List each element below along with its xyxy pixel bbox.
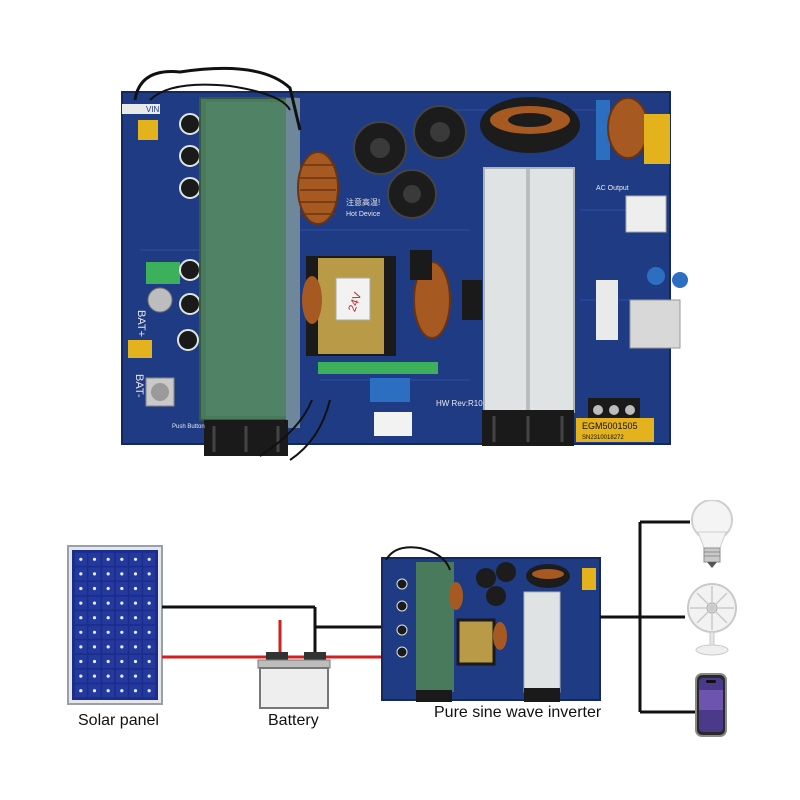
- light-bulb-icon: [691, 500, 733, 568]
- transformer: 24V: [302, 256, 396, 356]
- solar-cell-dot: [120, 557, 124, 561]
- solar-cell-dot: [133, 674, 138, 678]
- solar-panel-label: Solar panel: [78, 712, 159, 729]
- solar-cell-dot: [133, 689, 138, 693]
- solar-cell-dot: [133, 586, 138, 591]
- solar-cell-dot: [147, 645, 151, 649]
- solar-cell-dot: [79, 674, 83, 678]
- solar-cell-dot: [106, 645, 110, 649]
- solar-cell-dot: [106, 572, 110, 576]
- solar-cell-dot: [92, 645, 97, 649]
- chip-code: EGM5001505: [582, 421, 638, 431]
- solar-cell-dot: [92, 586, 97, 591]
- vin-label: VIN: [146, 105, 160, 114]
- solar-cell-dot: [147, 557, 151, 561]
- solar-cell-dot: [120, 601, 124, 605]
- solar-cell-dot: [79, 601, 83, 605]
- solar-cell-dot: [120, 645, 124, 649]
- solar-cell-dot: [106, 689, 110, 693]
- solar-cell-dot: [92, 689, 97, 693]
- battery-icon: [257, 652, 331, 709]
- ac-output-label: AC Output: [596, 185, 629, 192]
- solar-cell-dot: [79, 616, 83, 620]
- solar-cell-dot: [106, 586, 110, 591]
- bulk-capacitors: [353, 105, 467, 219]
- solar-cell-dot: [147, 659, 151, 664]
- solar-cell-dot: [133, 601, 138, 605]
- solar-cell-dot: [79, 659, 83, 664]
- solar-cell-dot: [147, 630, 151, 634]
- solar-cell-dot: [120, 616, 124, 620]
- solar-cell-dot: [106, 557, 110, 561]
- solar-cell-dot: [133, 630, 138, 634]
- solar-cell-dot: [92, 572, 97, 576]
- fan-icon: [687, 583, 737, 656]
- solar-cell-dot: [133, 645, 138, 649]
- solar-cell-dot: [79, 689, 83, 693]
- smartphone-icon: [695, 673, 727, 737]
- solar-cell-dot: [106, 674, 110, 678]
- bat-plus-label: BAT+: [135, 310, 147, 337]
- hw-rev-label: HW Rev:R10: [436, 399, 483, 408]
- solar-cell-dot: [120, 586, 124, 591]
- solar-cell-dot: [120, 674, 124, 678]
- solar-cell-dot: [79, 630, 83, 634]
- solar-cell-dot: [147, 572, 151, 576]
- solar-cell-dot: [106, 659, 110, 664]
- chip-serial: SN2310018272: [582, 435, 624, 441]
- solar-cell-dot: [106, 616, 110, 620]
- solar-cell-dot: [120, 659, 124, 664]
- solar-cell-dot: [120, 572, 124, 576]
- control-chip: [576, 418, 654, 442]
- solar-panel-icon: [67, 545, 163, 705]
- solar-cell-dot: [79, 557, 83, 561]
- solar-cell-dot: [133, 557, 138, 561]
- caution-label: 注意高温!: [346, 197, 380, 207]
- inverter-icon: [381, 546, 601, 702]
- solar-cell-dot: [133, 616, 138, 620]
- solar-cell-dot: [147, 616, 151, 620]
- inverter-board-photo: VIN BAT+ BAT- Push Button 注意高温! Hot Devi…: [121, 66, 688, 461]
- solar-cell-dot: [79, 572, 83, 576]
- bat-minus-label: BAT-: [133, 374, 145, 398]
- solar-cell-dot: [79, 586, 83, 591]
- solar-cell-dot: [92, 674, 97, 678]
- solar-cell-dot: [92, 630, 97, 634]
- push-button-label: Push Button: [172, 424, 205, 430]
- solar-cell-dot: [120, 630, 124, 634]
- solar-cell-dot: [106, 630, 110, 634]
- solar-cell-dot: [92, 616, 97, 620]
- wiring-diagram: [67, 500, 737, 737]
- solar-cell-dot: [133, 659, 138, 664]
- hot-device-label: Hot Device: [346, 211, 380, 218]
- solar-cell-dot: [133, 572, 138, 576]
- solar-cell-dot: [106, 601, 110, 605]
- solar-cell-dot: [92, 557, 97, 561]
- inverter-label: Pure sine wave inverter: [434, 704, 602, 721]
- solar-cell-dot: [147, 674, 151, 678]
- solar-cell-dot: [147, 601, 151, 605]
- solar-cell-dot: [147, 689, 151, 693]
- battery-label: Battery: [268, 712, 319, 729]
- solar-cell-dot: [120, 689, 124, 693]
- solar-cell-dot: [92, 601, 97, 605]
- solar-cell-dot: [147, 586, 151, 591]
- solar-cell-dot: [79, 645, 83, 649]
- solar-cell-dot: [92, 659, 97, 664]
